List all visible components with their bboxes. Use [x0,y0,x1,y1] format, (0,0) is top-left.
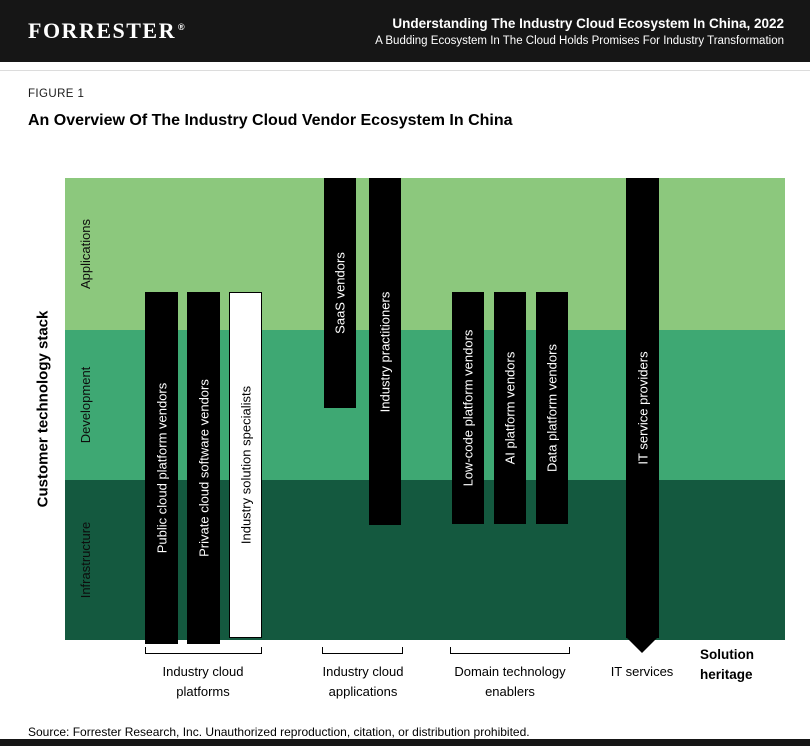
technology-stack-bands: Applications Development Infrastructure [65,178,785,640]
bar-label: Public cloud platform vendors [154,382,169,554]
arrow-down-icon [626,637,658,653]
bracket-industry-cloud-applications [322,647,403,654]
bar-label: Industry solution specialists [238,385,253,545]
logo-text: FORRESTER [28,18,176,43]
source-note: Source: Forrester Research, Inc. Unautho… [28,725,530,739]
report-header: FORRESTER® Understanding The Industry Cl… [0,0,810,62]
bar-label: Data platform vendors [544,344,560,472]
band-label-development: Development [78,366,93,444]
bar-low-code-platform-vendors: Low-code platform vendors [452,292,484,524]
y-axis-label-text: Customer technology stack [34,310,52,508]
band-infrastructure: Infrastructure [65,480,785,640]
header-divider [0,70,810,71]
band-applications: Applications [65,178,785,330]
y-axis-label: Customer technology stack [33,178,53,640]
bar-private-cloud-software-vendors: Private cloud software vendors [187,292,220,644]
registered-trademark-icon: ® [177,21,187,32]
figure-label: FIGURE 1 [28,88,85,100]
group-label-domain-technology-enablers: Domain technology enablers [454,664,566,699]
bar-ai-platform-vendors: AI platform vendors [494,292,526,524]
group-label-industry-cloud-platforms: Industry cloud platforms [162,664,244,699]
footer-bar [0,739,810,746]
forrester-logo: FORRESTER® [28,18,186,44]
bar-label: IT service providers [635,351,650,465]
bar-label: SaaS vendors [332,252,348,334]
solution-heritage-label: Solution heritage [700,647,754,683]
bar-saas-vendors: SaaS vendors [324,178,356,408]
band-label-applications: Applications [78,218,93,290]
bracket-industry-cloud-platforms [145,647,262,654]
header-titles: Understanding The Industry Cloud Ecosyst… [375,16,784,47]
band-label-infrastructure: Infrastructure [78,521,93,599]
bar-label: Private cloud software vendors [196,379,211,557]
bar-public-cloud-platform-vendors: Public cloud platform vendors [145,292,178,644]
group-label-it-services: IT services [610,664,674,679]
bar-label: Industry practitioners [377,291,393,412]
band-development: Development [65,330,785,480]
bar-data-platform-vendors: Data platform vendors [536,292,568,524]
bar-it-service-providers: IT service providers [626,178,659,638]
report-title: Understanding The Industry Cloud Ecosyst… [392,15,784,31]
figure-title: An Overview Of The Industry Cloud Vendor… [28,112,513,129]
bar-label: AI platform vendors [502,351,518,465]
group-label-industry-cloud-applications: Industry cloud applications [322,664,404,699]
bar-industry-solution-specialists: Industry solution specialists [229,292,262,638]
report-subtitle: A Budding Ecosystem In The Cloud Holds P… [375,34,784,47]
bracket-domain-technology-enablers [450,647,570,654]
bar-industry-practitioners: Industry practitioners [369,178,401,525]
bar-label: Low-code platform vendors [460,329,476,487]
